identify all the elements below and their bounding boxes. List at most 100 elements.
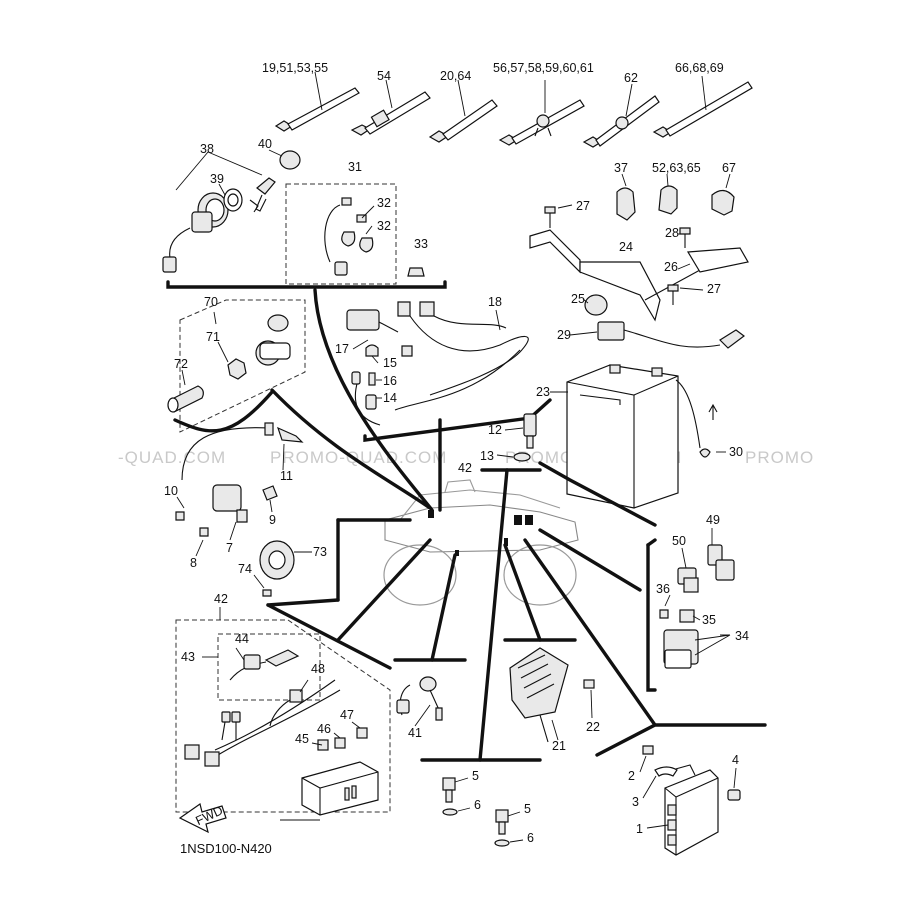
sub-harness [184, 647, 379, 821]
battery-bracket [529, 204, 749, 349]
label-19-51-53-55: 19,51,53,55 [262, 61, 328, 75]
group-bracket-harness [363, 398, 552, 442]
label-34: 34 [735, 629, 749, 643]
temperature-sensor [496, 413, 537, 462]
group-bracket-bottom-left [266, 603, 392, 670]
battery [566, 364, 718, 509]
neutral-switch [396, 676, 443, 727]
label-12: 12 [488, 423, 502, 437]
label-54: 54 [377, 69, 391, 83]
label-5b: 5 [524, 802, 531, 816]
label-1: 1 [636, 822, 643, 836]
label-66-68-69: 66,68,69 [675, 61, 724, 75]
label-5a: 5 [472, 769, 479, 783]
group-bracket-battery [538, 461, 657, 527]
label-71: 71 [206, 330, 220, 344]
starter-relay-right [659, 528, 735, 669]
grommet-33 [407, 267, 425, 277]
atv-body [383, 479, 579, 606]
svg-text:-QUAD.COM: -QUAD.COM [118, 448, 226, 467]
label-11: 11 [280, 469, 293, 483]
label-62: 62 [624, 71, 638, 85]
label-27a: 27 [576, 199, 590, 213]
cable-ties [274, 71, 753, 148]
label-15: 15 [383, 356, 397, 370]
label-42b: 42 [214, 592, 228, 606]
diagram-code: 1NSD100-N420 [180, 841, 272, 856]
label-38: 38 [200, 142, 214, 156]
label-7: 7 [226, 541, 233, 555]
label-6a: 6 [474, 798, 481, 812]
label-47: 47 [340, 708, 354, 722]
label-9: 9 [269, 513, 276, 527]
label-37: 37 [614, 161, 628, 175]
label-14: 14 [383, 391, 397, 405]
label-2: 2 [628, 769, 635, 783]
label-35: 35 [702, 613, 716, 627]
label-49: 49 [706, 513, 720, 527]
label-27b: 27 [707, 282, 721, 296]
group-43-box [217, 633, 321, 701]
label-16: 16 [383, 374, 397, 388]
label-73: 73 [313, 545, 327, 559]
label-29: 29 [557, 328, 571, 342]
label-33: 33 [414, 237, 428, 251]
label-56-61: 56,57,58,59,60,61 [493, 61, 594, 75]
label-46: 46 [317, 722, 331, 736]
group-bracket-left [173, 390, 274, 433]
label-3: 3 [632, 795, 639, 809]
fwd-arrow: FWD [178, 803, 227, 834]
label-4: 4 [732, 753, 739, 767]
label-30: 30 [729, 445, 743, 459]
group-leaders [266, 288, 657, 762]
label-13: 13 [480, 449, 494, 463]
label-26: 26 [664, 260, 678, 274]
label-43: 43 [181, 650, 195, 664]
group-31-box [285, 183, 397, 285]
wire-harness [346, 301, 529, 426]
clamps [616, 173, 735, 221]
accessory-socket [167, 311, 291, 413]
starter-relay-horn [175, 422, 312, 597]
svg-text:PROMO-QUAD.COM: PROMO-QUAD.COM [270, 448, 447, 467]
label-31: 31 [348, 160, 362, 174]
label-50: 50 [672, 534, 686, 548]
main-switch-assembly [162, 149, 301, 273]
label-32b: 32 [377, 219, 391, 233]
cdi-unit [639, 745, 741, 856]
group-70-box [179, 299, 306, 433]
label-18: 18 [488, 295, 502, 309]
label-36: 36 [656, 582, 670, 596]
label-42a: 42 [458, 461, 472, 475]
label-20-64: 20,64 [440, 69, 471, 83]
group-42-box [175, 619, 391, 813]
parking-switch-group [324, 197, 375, 276]
rectifier-regulator [509, 647, 595, 743]
label-39: 39 [210, 172, 224, 186]
label-10: 10 [164, 484, 178, 498]
label-28: 28 [665, 226, 679, 240]
label-40: 40 [258, 137, 272, 151]
svg-text:PROMO: PROMO [745, 448, 814, 467]
label-41: 41 [408, 726, 422, 740]
group-bracket-cdi [595, 723, 767, 757]
label-24: 24 [619, 240, 633, 254]
label-17: 17 [335, 342, 349, 356]
label-21: 21 [552, 739, 566, 753]
label-48: 48 [311, 662, 325, 676]
label-44: 44 [235, 632, 249, 646]
label-22: 22 [586, 720, 600, 734]
group-bracket-top-left [166, 280, 447, 289]
label-8: 8 [190, 556, 197, 570]
label-6b: 6 [527, 831, 534, 845]
label-25: 25 [571, 292, 585, 306]
label-32a: 32 [377, 196, 391, 210]
label-23: 23 [536, 385, 550, 399]
group-bracket-right [646, 543, 657, 692]
label-72: 72 [174, 357, 188, 371]
label-45: 45 [295, 732, 309, 746]
label-52-63-65: 52,63,65 [652, 161, 701, 175]
label-74: 74 [238, 562, 252, 576]
